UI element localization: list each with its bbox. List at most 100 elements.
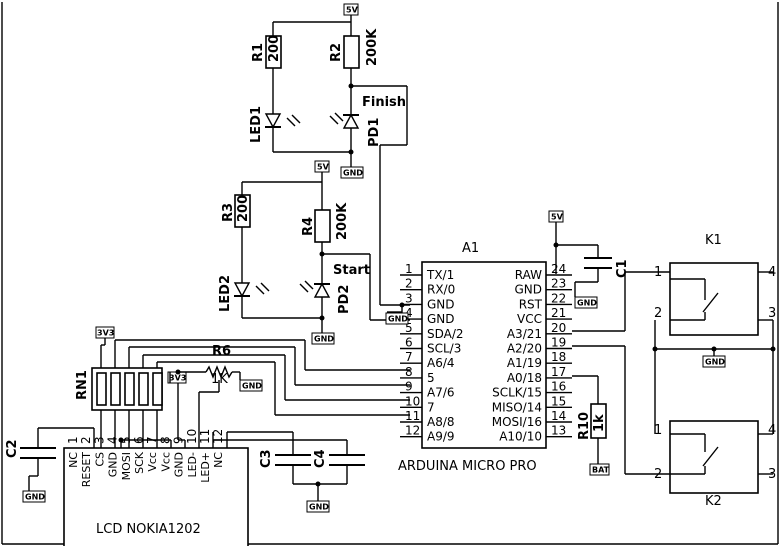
a1-pin-number: 21 [551, 306, 566, 320]
r2-value: 200K [365, 28, 380, 66]
pd2-ref: PD2 [337, 285, 352, 314]
gnd-tag-c2 [22, 490, 46, 503]
a1-pin-label: A6/4 [427, 356, 455, 370]
lcd-pin-number: 1 [66, 436, 80, 444]
lcd-pin-label: GND [173, 452, 186, 477]
lcd-pin-label: LED- [186, 452, 199, 478]
gnd-tag-pd2-label: GND [314, 335, 334, 344]
lcd-pin-number: 9 [172, 436, 186, 444]
lcd-pin-number: 6 [132, 436, 146, 444]
a1-pin-number: 13 [551, 424, 566, 438]
lcd-pin-label: SCK [133, 451, 146, 474]
led2-symbol [233, 282, 251, 298]
a1-pin-number: 24 [551, 262, 566, 276]
buttons-k1-k2: K1 1 2 3 4 K2 1 2 3 4 GND [652, 233, 776, 509]
a1-pin-number: 22 [551, 291, 566, 305]
r1-value: 200 [267, 35, 282, 62]
r10-ref: R10 [577, 412, 592, 440]
a1-pin-number: 4 [405, 306, 413, 320]
a1-pin-label: TX/1 [426, 268, 454, 282]
led1-symbol [264, 113, 282, 129]
k2-pin-1: 1 [654, 423, 662, 438]
lcd-pin-label: Vcc [159, 452, 172, 472]
c4-ref: C4 [313, 449, 328, 468]
k2-ref: K2 [705, 494, 722, 509]
a1-body [421, 261, 547, 449]
a1-pin-number: 18 [551, 350, 566, 364]
a1-ref: A1 [462, 241, 479, 256]
power-tag-3v3-left-label: 3V3 [97, 329, 114, 338]
k1-pin-2: 2 [654, 306, 662, 321]
a1-pin-number: 3 [405, 291, 413, 305]
lcd-pin-number: 8 [158, 436, 172, 444]
a1-pin-number: 5 [405, 321, 413, 335]
c1-circuit: 5V C1 GND [548, 210, 630, 309]
a1-pin-number: 9 [405, 380, 413, 394]
a1-name: ARDUINA MICRO PRO [398, 459, 537, 474]
a1-pin-label: VCC [517, 312, 542, 326]
gnd-tag-c1 [574, 296, 598, 309]
lcd-pin-label: NC [67, 452, 80, 468]
r10-value: 1k [592, 414, 607, 432]
k1-ref: K1 [705, 233, 722, 248]
power-tag-bat-label: BAT [592, 466, 610, 475]
lcd-pin-label: MOSI [120, 452, 133, 480]
r2-ref: R2 [329, 43, 344, 62]
a1-pin-label: RAW [515, 268, 542, 282]
gnd-tag-k-label: GND [705, 358, 725, 367]
lcd-pin-number: 2 [79, 436, 93, 444]
a1-pin-number: 20 [551, 321, 566, 335]
a1-right-pins: 24RAW23GND22RST21VCC20A3/2119A2/2018A1/1… [492, 262, 572, 444]
a1-pin-label: A9/9 [427, 430, 455, 444]
r1-ref: R1 [251, 43, 266, 62]
a1-pin-number: 17 [551, 365, 566, 379]
a1-pin-number: 1 [405, 262, 413, 276]
a1-pin-label: 5 [427, 371, 435, 385]
lcd-pin-label: LED+ [199, 452, 212, 483]
gnd-tag-c2-label: GND [25, 493, 45, 502]
gnd-tag-r6-label: GND [242, 382, 262, 391]
a1-pin-number: 12 [405, 424, 420, 438]
a1-pin-label: A0/18 [507, 371, 542, 385]
a1-pin-label: MOSI/16 [492, 415, 542, 429]
r3-value: 200 [236, 195, 251, 222]
lcd-nokia1202: 1NC2RESET3CS4GND5MOSI6SCK7Vcc8Vcc9GND10L… [63, 429, 249, 546]
r4-value: 200K [335, 202, 350, 240]
lcd-pin-number: 5 [119, 436, 133, 444]
a1-pin-label: 7 [427, 400, 435, 414]
r6-value: 1K [211, 372, 228, 387]
lcd-pin-label: NC [212, 452, 225, 468]
a1-pin-number: 8 [405, 365, 413, 379]
pd1-symbol [342, 113, 360, 129]
gnd-tag-a1-left-label: GND [388, 315, 408, 324]
rn1-ref: RN1 [75, 370, 90, 400]
power-tag-5v-mid-label: 5V [317, 163, 330, 172]
a1-pin-label: A1/19 [507, 356, 542, 370]
gnd-tag-a1-left [385, 312, 409, 325]
a1-pin-label: SCL/3 [427, 342, 461, 356]
lcd-pin-number: 11 [198, 429, 212, 444]
c2-ref: C2 [5, 439, 20, 458]
lcd-pin-number: 7 [145, 436, 159, 444]
a1-pin-number: 7 [405, 350, 413, 364]
a1-pin-label: GND [514, 283, 542, 297]
a1-pin-number: 14 [551, 409, 566, 423]
resistor-r10 [590, 403, 607, 439]
a1-right-wiring: R10 1k BAT [572, 271, 670, 476]
power-tag-5v-top-label: 5V [346, 6, 359, 15]
led1-ref: LED1 [249, 106, 264, 143]
k2-pin-2: 2 [654, 467, 662, 482]
gnd-tag-c1-label: GND [577, 299, 597, 308]
gnd-tag-pd1 [340, 166, 364, 179]
resistor-r4 [314, 209, 331, 243]
a1-pin-number: 19 [551, 336, 566, 350]
start-sensor-circuit: 5V R3 200 LED2 R4 200K PD2 Start [218, 160, 410, 345]
a1-pin-label: GND [427, 312, 455, 326]
k1-pin-1: 1 [654, 265, 662, 280]
lcd-name: LCD NOKIA1202 [96, 522, 201, 537]
lcd-pin-label: Vcc [146, 452, 159, 472]
gnd-tag-pd1-label: GND [343, 169, 363, 178]
lcd-pin-number: 3 [92, 436, 106, 444]
led2-ref: LED2 [218, 275, 233, 312]
